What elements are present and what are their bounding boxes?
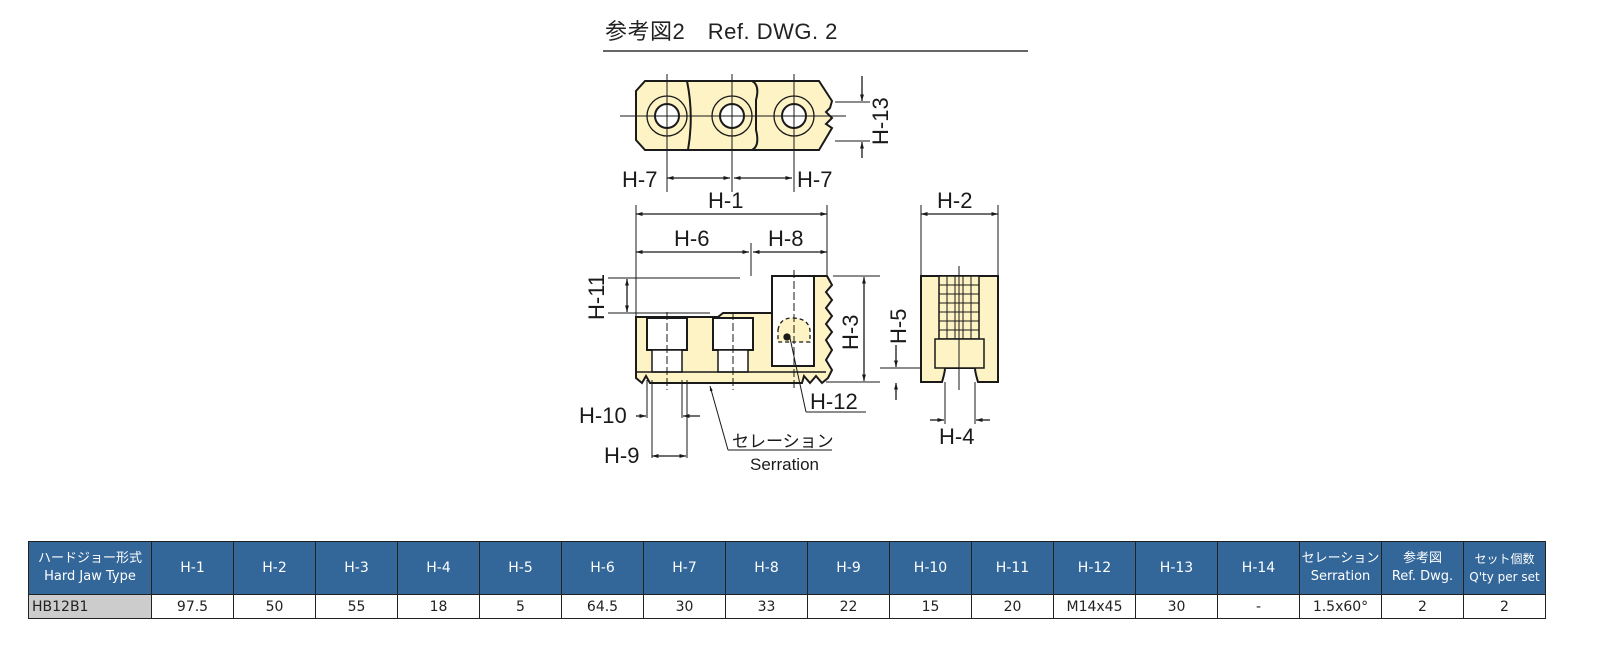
header-h6: H-6 — [561, 541, 644, 595]
header-h8: H-8 — [725, 541, 808, 595]
label-h11: H-11 — [584, 274, 609, 320]
cell-h11: 20 — [971, 594, 1054, 619]
cell-hard-jaw-type: HB12B1 — [28, 594, 152, 619]
header-h13: H-13 — [1135, 541, 1218, 595]
label-h1: H-1 — [708, 188, 743, 213]
header-h11: H-11 — [971, 541, 1054, 595]
label-h6: H-6 — [674, 226, 709, 251]
cell-h6: 64.5 — [561, 594, 644, 619]
header-h10: H-10 — [889, 541, 972, 595]
label-h3: H-3 — [838, 315, 863, 350]
label-serration-jp: セレーション — [732, 432, 834, 451]
label-h10: H-10 — [580, 403, 627, 428]
label-serration-en: Serration — [750, 455, 819, 474]
header-h14: H-14 — [1217, 541, 1300, 595]
front-view — [608, 205, 880, 458]
cell-h1: 97.5 — [151, 594, 234, 619]
cell-h4: 18 — [397, 594, 480, 619]
header-h4: H-4 — [397, 541, 480, 595]
cell-h13: 30 — [1135, 594, 1218, 619]
cell-h12: M14x45 — [1053, 594, 1136, 619]
label-h12: H-12 — [810, 389, 858, 414]
cell-h2: 50 — [233, 594, 316, 619]
cell-h9: 22 — [807, 594, 890, 619]
label-h4: H-4 — [939, 424, 974, 449]
label-h8: H-8 — [768, 226, 803, 251]
cell-h14: - — [1217, 594, 1300, 619]
top-view — [620, 74, 870, 192]
header-h5: H-5 — [479, 541, 562, 595]
cell-h5: 5 — [479, 594, 562, 619]
figure-title: 参考図2 Ref. DWG. 2 — [605, 19, 838, 44]
label-h2: H-2 — [937, 188, 972, 213]
cell-ref-dwg: 2 — [1381, 594, 1464, 619]
header-h9: H-9 — [807, 541, 890, 595]
cell-qty-per-set: 2 — [1463, 594, 1546, 619]
label-h9: H-9 — [604, 443, 639, 468]
header-h2: H-2 — [233, 541, 316, 595]
cell-h3: 55 — [315, 594, 398, 619]
header-h7: H-7 — [643, 541, 726, 595]
header-h1: H-1 — [151, 541, 234, 595]
table-row: HB12B1 97.5 50 55 18 5 64.5 30 33 22 15 … — [28, 594, 1546, 619]
label-h7-left: H-7 — [622, 167, 657, 192]
reference-drawing: H-7 H-7 H-13 H-1 H-6 H-8 H-11 H-3 H-5 H-… — [580, 74, 999, 474]
figure-title-block: 参考図2 Ref. DWG. 2 — [603, 16, 1028, 52]
label-h7-right: H-7 — [797, 167, 832, 192]
cell-h10: 15 — [889, 594, 972, 619]
cell-h8: 33 — [725, 594, 808, 619]
cell-serration: 1.5x60° — [1299, 594, 1382, 619]
header-h3: H-3 — [315, 541, 398, 595]
side-view — [880, 205, 999, 424]
header-h12: H-12 — [1053, 541, 1136, 595]
cell-h7: 30 — [643, 594, 726, 619]
label-h13: H-13 — [868, 97, 893, 145]
label-h5: H-5 — [886, 309, 911, 344]
title-underline — [603, 50, 1028, 52]
